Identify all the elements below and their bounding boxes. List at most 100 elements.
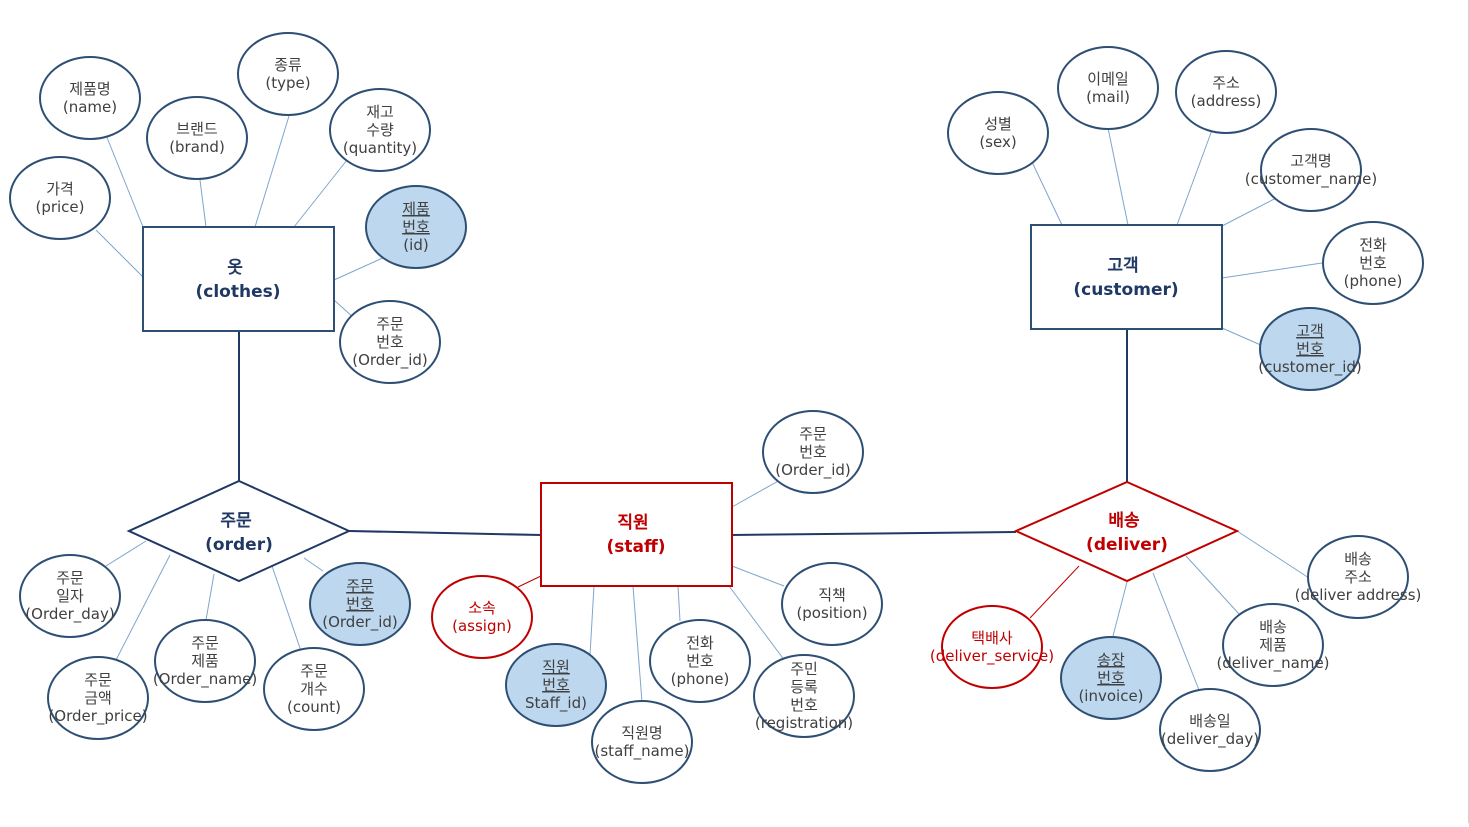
attr-cust-address: 주소(address) (1175, 50, 1277, 134)
attr-label: 번호 (1359, 254, 1387, 272)
attr-ellipse (39, 56, 141, 140)
attr-label: (sex) (979, 133, 1016, 151)
attr-label: 이메일 (1087, 70, 1128, 88)
attr-label: Staff_id) (525, 694, 587, 713)
attr-label: 번호 (686, 652, 714, 670)
attr-deliver-service: 택배사(deliver_service) (930, 605, 1054, 689)
attr-label: 금액 (84, 689, 112, 707)
attr-ellipse (309, 562, 411, 646)
attr-label: 번호 (542, 676, 570, 694)
entity-clothes: 옷 (clothes) (142, 226, 335, 332)
attr-label: (Order_id) (322, 613, 398, 632)
attr-label: (Order_id) (352, 351, 428, 370)
attr-label: 제품 (1259, 636, 1287, 654)
attr-label: 종류 (274, 56, 302, 74)
attr-ellipse (781, 562, 883, 646)
attr-label: (name) (63, 98, 117, 116)
attr-label: 주문 (346, 577, 374, 595)
attr-label: 주문 (191, 634, 219, 652)
attr-label: 직원명 (621, 724, 662, 742)
attr-ellipse (505, 643, 607, 727)
attr-clothes-price: 가격(price) (9, 156, 111, 240)
attr-label: (assign) (452, 617, 512, 635)
svg-text:주문 (order): 주문 (order) (205, 511, 273, 555)
attr-label: 번호 (346, 595, 374, 613)
attr-label: 번호 (1097, 669, 1125, 687)
attr-label: 주문 (376, 315, 404, 333)
attr-label: 번호 (799, 443, 827, 461)
attr-ellipse (47, 656, 149, 740)
attr-label: 고객 (1296, 322, 1324, 340)
attr-label: 번호 (790, 696, 818, 714)
attr-ellipse (154, 619, 256, 703)
attr-label: 번호 (376, 333, 404, 351)
attr-label: (invoice) (1078, 687, 1143, 705)
attr-label: 개수 (300, 680, 328, 698)
svg-text:직원 (staff): 직원 (staff) (606, 513, 665, 557)
attr-ellipse (1222, 603, 1324, 687)
attr-label: 제품 (402, 200, 430, 218)
attr-label: 전화 (1359, 236, 1387, 254)
attr-label: (phone) (1344, 272, 1403, 290)
entity-staff: 직원 (staff) (540, 482, 733, 587)
attr-label: (brand) (169, 138, 225, 156)
relationship-order: 주문 (order) (126, 479, 352, 583)
attr-cust-name: 고객명(customer_name) (1245, 128, 1377, 212)
red-connectors (517, 565, 1080, 619)
attr-label: (staff_name) (595, 742, 690, 761)
attr-label: 주소 (1344, 568, 1372, 586)
attr-ellipse (941, 605, 1043, 689)
attr-label: 브랜드 (176, 120, 218, 138)
attr-ellipse (1060, 636, 1162, 720)
attr-label: 제품명 (69, 80, 110, 98)
attr-ellipse (9, 156, 111, 240)
attr-ellipse (1307, 535, 1409, 619)
attr-label: (Order_name) (153, 670, 257, 689)
attr-clothes-type: 종류(type) (237, 32, 339, 116)
attr-ellipse (1322, 221, 1424, 305)
attr-label: 직책 (818, 586, 846, 604)
attr-ellipse (339, 300, 441, 384)
attr-ellipse (263, 647, 365, 731)
attr-ellipse (1259, 307, 1361, 391)
attr-label: 일자 (56, 587, 84, 605)
attr-ellipse (753, 654, 855, 738)
attr-label: 주문 (56, 569, 84, 587)
attr-ellipse (762, 410, 864, 494)
attr-ellipse (1175, 50, 1277, 134)
attr-label: 성별 (984, 115, 1012, 133)
attr-ellipse (146, 96, 248, 180)
attr-label: (customer_id) (1258, 358, 1362, 377)
attr-ellipse (365, 185, 467, 269)
svg-text:옷 (clothes): 옷 (clothes) (196, 258, 281, 302)
attr-ellipse (431, 575, 533, 659)
attr-position: 직책(position) (781, 562, 883, 646)
attr-ellipse (947, 91, 1049, 175)
attr-ellipse (1159, 688, 1261, 772)
attr-ellipse (649, 619, 751, 703)
attr-label: 재고 (366, 103, 394, 121)
attr-label: (deliver_service) (930, 647, 1054, 666)
attr-label: (address) (1191, 92, 1262, 110)
svg-text:고객 (customer): 고객 (customer) (1073, 256, 1178, 300)
attr-ellipse (329, 88, 431, 172)
attr-label: (deliver_name) (1216, 654, 1329, 673)
attr-label: (Order_price) (48, 707, 147, 726)
